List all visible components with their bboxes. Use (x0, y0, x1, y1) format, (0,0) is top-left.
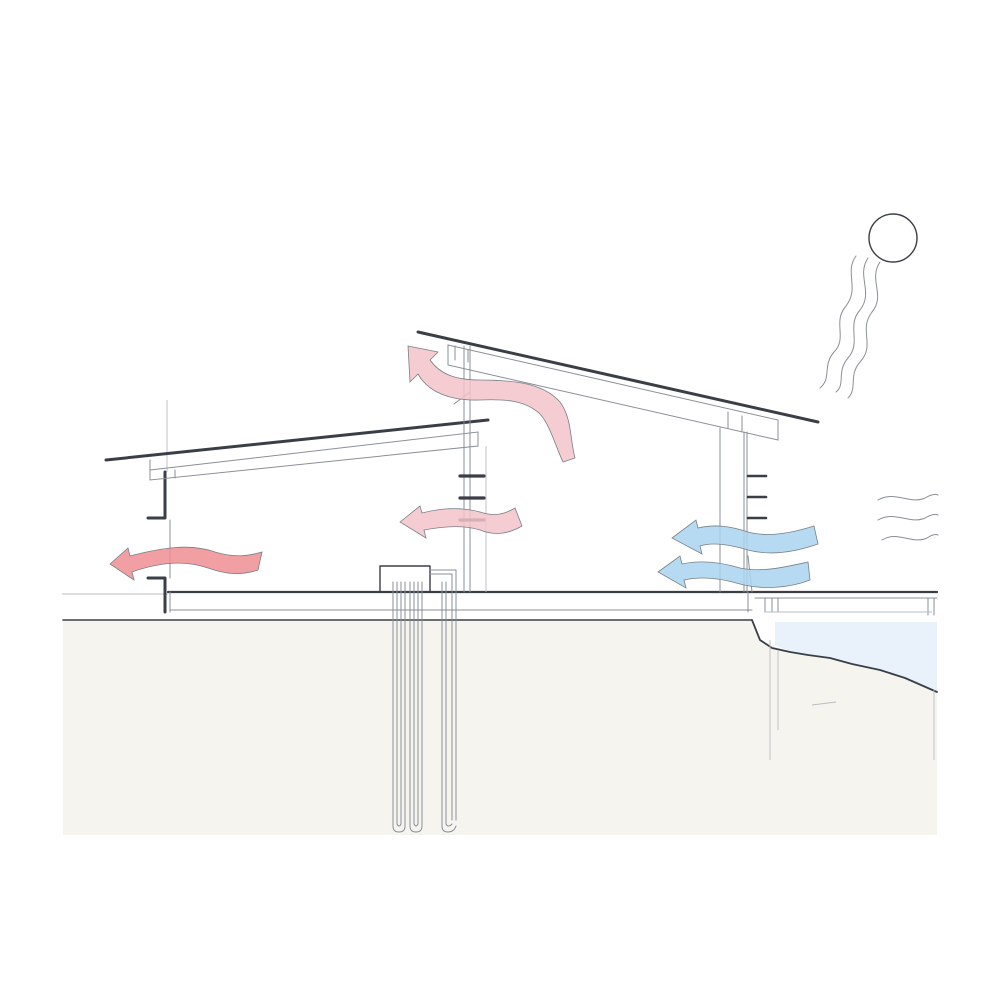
wind-lines-icon (877, 493, 939, 541)
warm-air-exhaust-roof-arrow (407, 345, 576, 463)
pond-water (775, 622, 937, 690)
geothermal-loop-icon (379, 565, 457, 833)
heat-waves-icon (819, 255, 881, 399)
left-wall (146, 400, 171, 614)
warm-air-exhaust-left-arrow (109, 546, 263, 581)
ground-section (63, 620, 937, 835)
cool-air-intake-lower-arrow (657, 555, 811, 589)
sun-icon (868, 213, 918, 263)
cool-air-intake-upper-arrow (671, 519, 819, 555)
warm-air-exhaust-middle-arrow (399, 505, 523, 539)
upper-roof (416, 330, 820, 441)
construction-lines (769, 640, 935, 760)
bank-profile (751, 619, 938, 693)
airflow-arrows (109, 345, 819, 589)
lower-roof (104, 418, 490, 481)
right-wall (719, 427, 768, 593)
deck (750, 590, 939, 616)
floor-slab (62, 590, 754, 613)
